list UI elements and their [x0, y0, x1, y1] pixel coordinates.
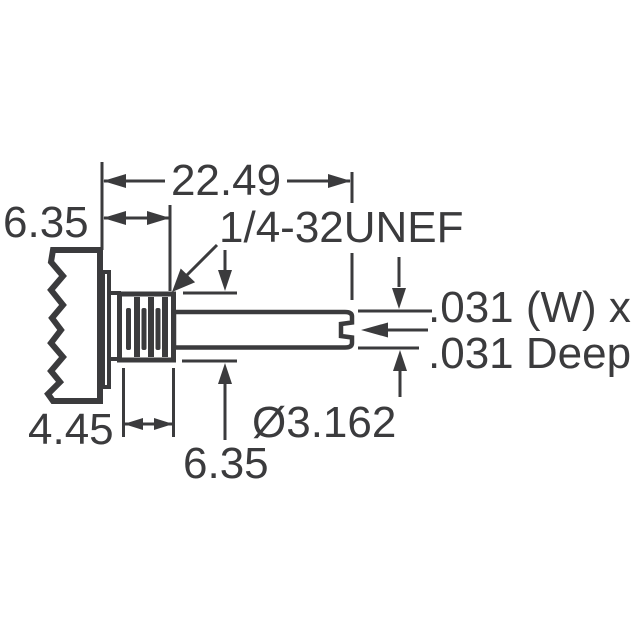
arrowhead-right-icon [147, 211, 170, 225]
thread-crests [126, 297, 168, 357]
arrowhead-left-icon [103, 174, 126, 188]
arrowhead-up-icon [393, 350, 407, 371]
arrowhead-leader-icon [172, 268, 196, 292]
dim-shaft-diameter-label: Ø3.162 [252, 398, 396, 447]
arrowhead-down-icon [218, 270, 232, 291]
arrowhead-left-icon [124, 418, 143, 430]
slot-depth-label: .031 Deep [428, 329, 631, 378]
arrowhead-left-icon [361, 322, 388, 338]
arrowhead-right-icon [328, 174, 351, 188]
arrowhead-up-icon [218, 363, 232, 384]
dimension-thread-od: 6.35 [182, 250, 269, 488]
dim-thread-od-label: 6.35 [183, 439, 269, 488]
slot-width-label: .031 (W) x [428, 283, 631, 332]
body-break-outline [44, 247, 103, 404]
thread-root-bar [126, 308, 131, 350]
component-body [44, 247, 355, 404]
dim-thread-length-label: 4.45 [28, 405, 114, 454]
callout-thread-spec: 1/4-32UNEF [172, 203, 464, 292]
thread-spec-label: 1/4-32UNEF [219, 203, 464, 252]
dimension-bushing-length: 6.35 [3, 198, 172, 291]
thread-root-bar [155, 308, 161, 350]
arrowhead-down-icon [392, 288, 406, 309]
dim-overall-length-label: 22.49 [171, 156, 281, 205]
thread-root-bar [141, 308, 147, 350]
dimension-thread-length: 4.45 [28, 368, 175, 454]
dim-bushing-length-label: 6.35 [3, 198, 89, 247]
shaft-with-slot [171, 309, 355, 350]
thread-crest-bar [134, 297, 140, 357]
thread-crest-bar [162, 297, 168, 357]
arrowhead-right-icon [154, 418, 173, 430]
thread-crest-bar [148, 297, 154, 357]
arrowhead-left-icon [103, 211, 126, 225]
leader-line [184, 243, 219, 278]
callout-slot: .031 (W) x .031 Deep [361, 283, 631, 378]
dimension-overall-length: 22.49 [100, 156, 354, 300]
dimension-shaft-diameter: Ø3.162 [252, 257, 432, 447]
